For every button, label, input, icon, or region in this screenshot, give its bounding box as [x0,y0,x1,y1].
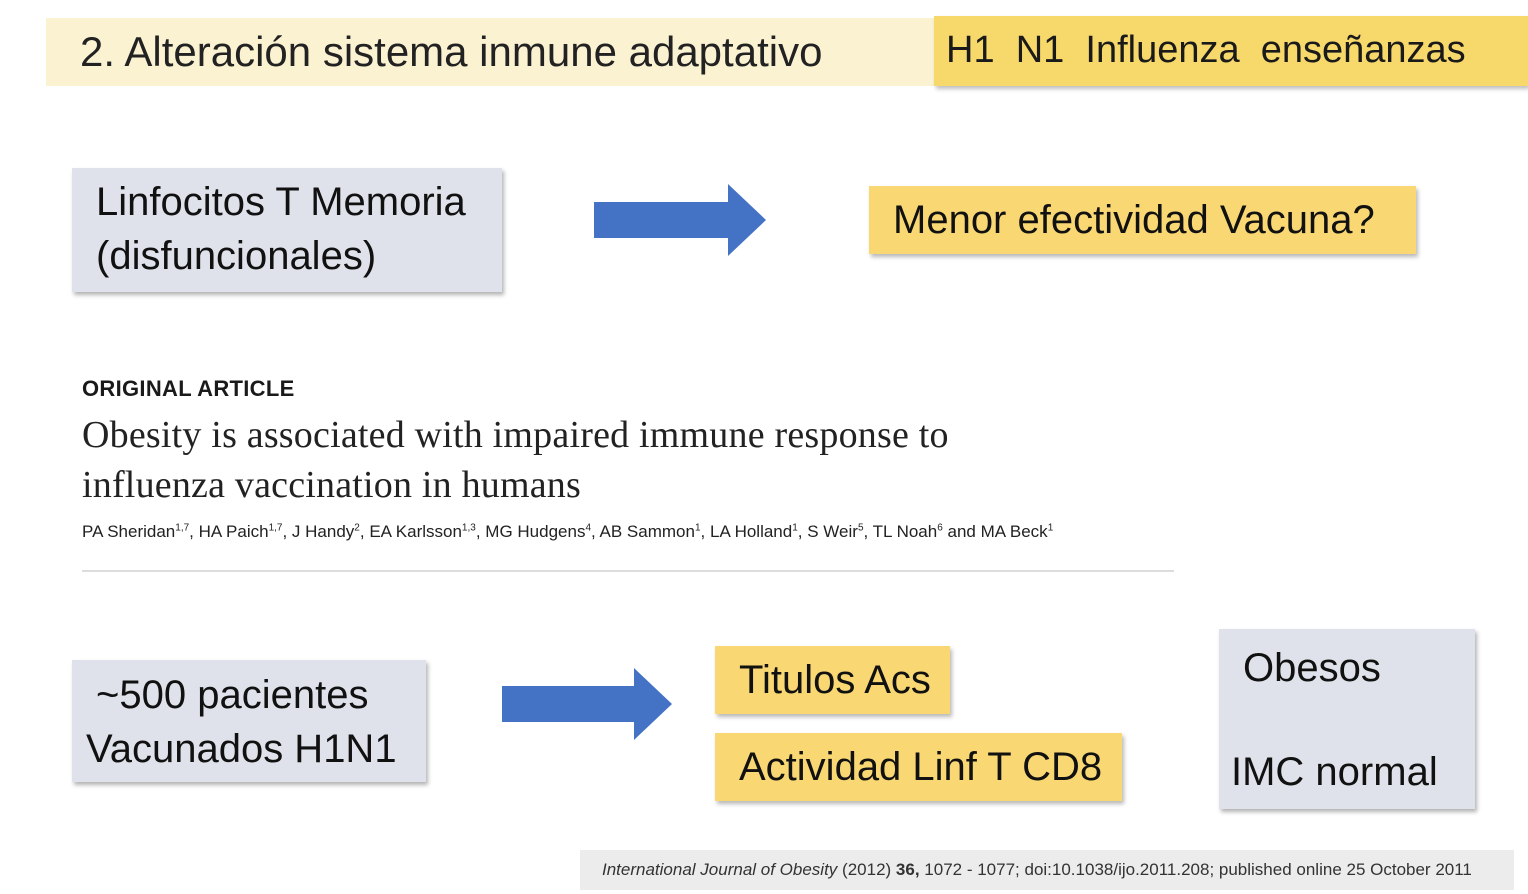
author-separator: , [797,522,808,541]
top-arrow-icon [594,184,766,256]
comparison-groups-box: Obesos IMC normal [1219,629,1475,809]
author-name: AB Sammon [599,522,695,541]
patients-box: ~500 pacientes Vacunados H1N1 [72,660,426,782]
author-affiliation: 1 [694,522,701,534]
author-name: HA Paich [198,522,269,541]
author-separator: , [359,522,370,541]
author-affiliation: 5 [857,522,864,534]
author-separator: , [189,522,199,541]
author-affiliation: 6 [937,522,943,534]
bottom-arrow-icon [502,668,672,740]
author-separator: , [863,522,873,541]
author-affiliation: 1 [792,522,798,534]
author-name: MA Beck [980,522,1048,541]
citation-details: 1072 - 1077; doi:10.1038/ijo.2011.208; p… [924,860,1472,879]
article-title-line1: Obesity is associated with impaired immu… [82,414,949,456]
group-obese-label: Obesos [1243,646,1381,690]
journal-citation: International Journal of Obesity (2012) … [580,850,1514,890]
author-name: J Handy [291,522,355,541]
patients-line2: Vacunados H1N1 [86,727,397,771]
author-separator: , [282,522,292,541]
memory-t-cells-line2: (disfuncionales) [96,234,377,278]
author-name: LA Holland [709,522,793,541]
author-separator: , [591,522,600,541]
author-affiliation: 1,7 [268,522,283,534]
article-authors: PA Sheridan1,7, HA Paich1,7, J Handy2, E… [82,522,1053,542]
author-affiliation: 1,7 [175,522,190,534]
group-normal-bmi-label: IMC normal [1231,750,1438,794]
antibody-titers-box: Titulos Acs [715,646,950,714]
article-title: Obesity is associated with impaired immu… [82,410,1082,510]
author-name: MG Hudgens [485,522,586,541]
citation-journal: International Journal of Obesity [602,860,838,879]
author-separator: , [700,522,710,541]
author-name: EA Karlsson [369,522,462,541]
top-arrow-shape [594,184,766,256]
citation-volume: 36, [895,860,920,879]
author-affiliation: 1,3 [461,522,476,534]
slide-title: 2. Alteración sistema inmune adaptativo [46,18,936,86]
author-separator: and [942,522,981,541]
memory-t-cells-box: Linfocitos T Memoria (disfuncionales) [72,168,502,292]
bottom-arrow-shape [502,668,672,740]
author-name: TL Noah [872,522,938,541]
author-name: PA Sheridan [82,522,176,541]
article-title-line2: influenza vaccination in humans [82,464,581,506]
topic-banner: H1 N1 Influenza enseñanzas [934,16,1528,86]
author-name: S Weir [807,522,858,541]
article-type-label: ORIGINAL ARTICLE [82,376,295,401]
author-separator: , [475,522,486,541]
vaccine-effectiveness-box: Menor efectividad Vacuna? [869,186,1416,254]
author-affiliation: 4 [585,522,592,534]
citation-year: (2012) [842,860,892,879]
author-affiliation: 2 [354,522,360,534]
patients-line1: ~500 pacientes [96,673,369,717]
author-affiliation: 1 [1047,522,1054,534]
cd8-activity-box: Actividad Linf T CD8 [715,733,1122,801]
memory-t-cells-line1: Linfocitos T Memoria [96,180,466,224]
article-divider [82,570,1174,572]
